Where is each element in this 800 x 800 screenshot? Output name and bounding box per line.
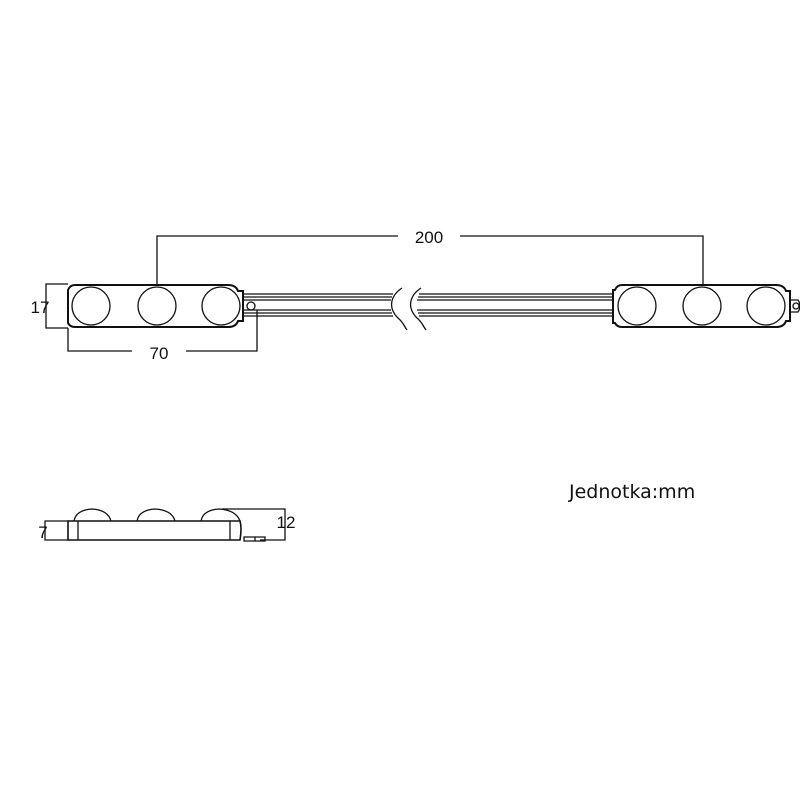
dimension-total-height-label: 12	[277, 513, 296, 532]
dimension-spacing: 200	[156, 228, 704, 284]
mounting-hole	[246, 301, 256, 311]
led-lens	[617, 286, 657, 326]
led-lens	[201, 286, 241, 326]
led-lens	[746, 286, 786, 326]
mounting-hole	[792, 302, 800, 310]
dimension-width-label: 17	[31, 298, 50, 317]
dimension-length: 70	[67, 310, 258, 363]
unit-label: Jednotka:mm	[569, 481, 696, 503]
led-lens	[682, 286, 722, 326]
break-mark	[391, 287, 408, 331]
dimension-body-height-label: 7	[38, 523, 47, 542]
led-lens	[137, 286, 177, 326]
dimension-length-label: 70	[150, 344, 169, 363]
side-view: 7 12	[38, 508, 296, 542]
left-led-module	[67, 284, 256, 328]
dimension-width: 17	[31, 283, 68, 329]
wire	[243, 287, 613, 331]
right-led-module	[612, 284, 800, 328]
break-mark	[410, 287, 427, 331]
dimension-spacing-label: 200	[415, 228, 443, 247]
led-lens	[71, 286, 111, 326]
